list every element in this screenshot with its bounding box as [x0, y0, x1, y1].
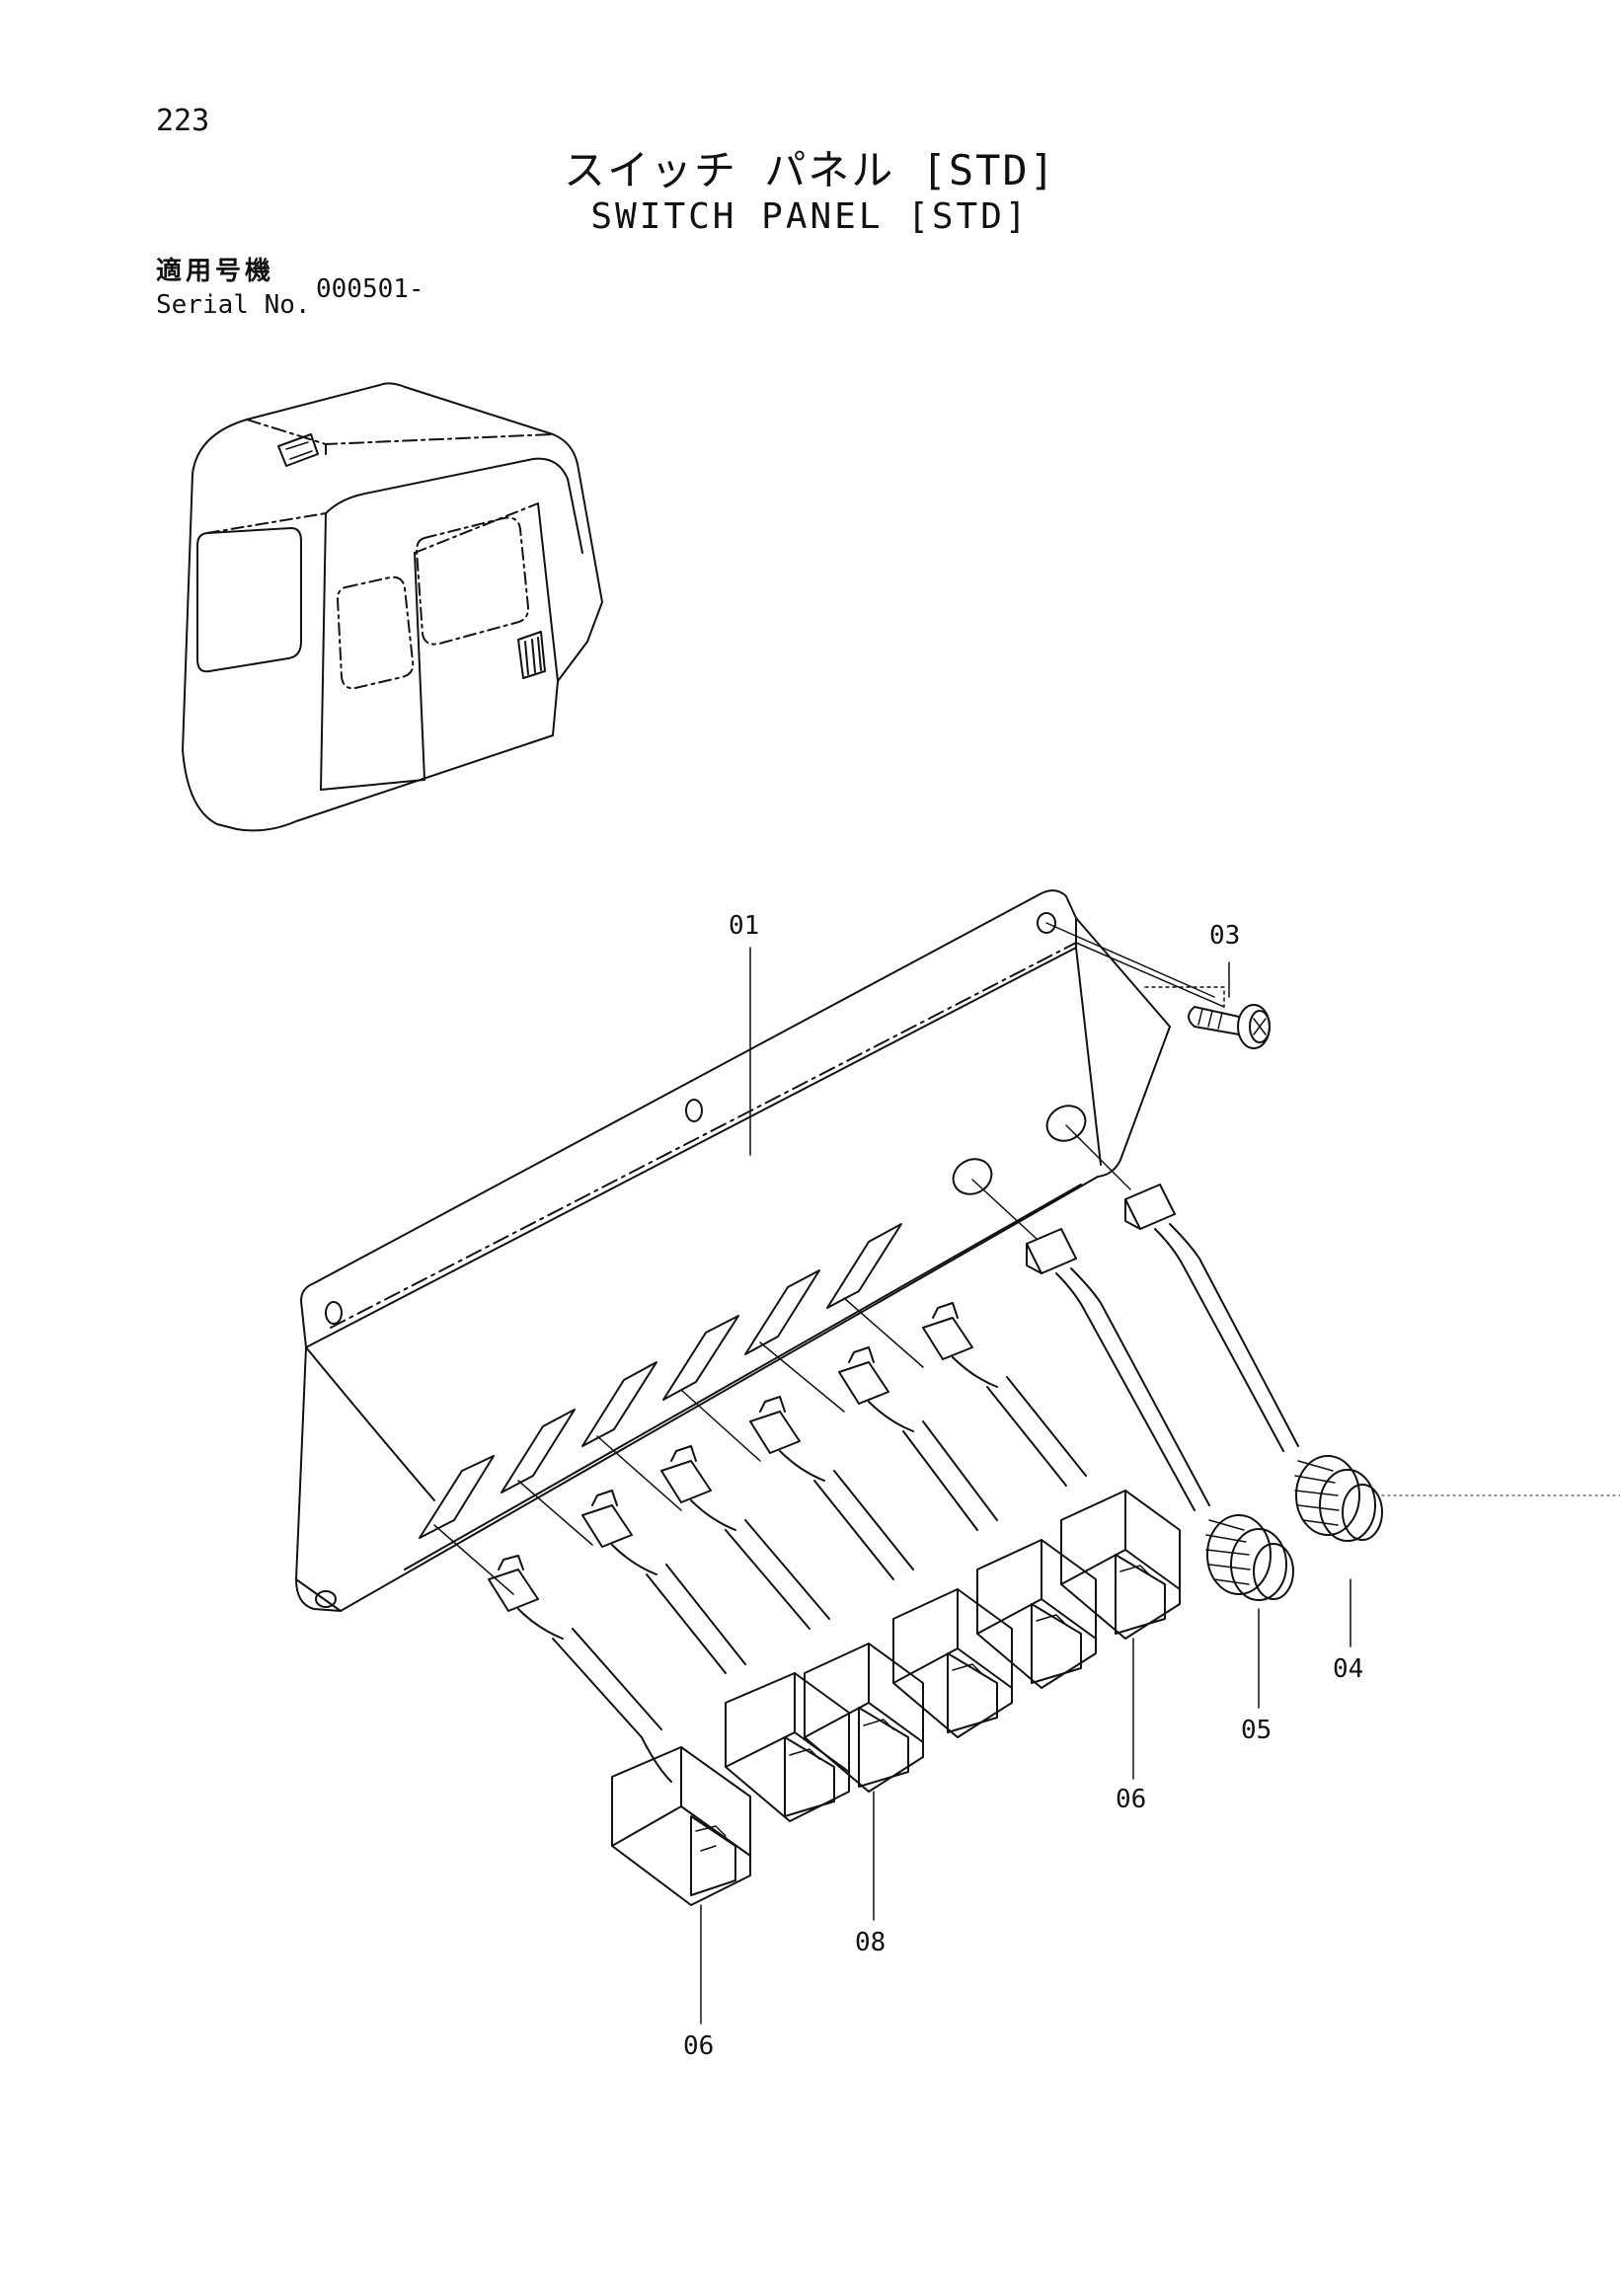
switch-panel-plate: [296, 890, 1170, 1611]
screw: [1046, 923, 1270, 1048]
callout-01: 01: [729, 911, 760, 941]
page-number: 223: [156, 104, 210, 138]
callout-06-bottom: 06: [683, 2031, 715, 2061]
cab-location-illustration: [183, 383, 602, 830]
callout-leaders: [701, 948, 1350, 2024]
serial-number-value: 000501-: [316, 274, 424, 304]
callout-06-right: 06: [1116, 1785, 1147, 1814]
rocker-switch-assemblies: [434, 1298, 1180, 1905]
callout-05: 05: [1241, 1716, 1273, 1745]
serial-label-japanese: 適用号機: [156, 257, 275, 286]
callout-04: 04: [1333, 1654, 1364, 1684]
page-title-japanese: スイッチ パネル [STD]: [563, 146, 1056, 194]
callout-08: 08: [855, 1928, 887, 1957]
callout-03: 03: [1209, 921, 1241, 951]
serial-label-english: Serial No.: [156, 290, 311, 320]
round-switches: [972, 1125, 1620, 1600]
page-title-english: SWITCH PANEL [STD]: [590, 196, 1030, 237]
